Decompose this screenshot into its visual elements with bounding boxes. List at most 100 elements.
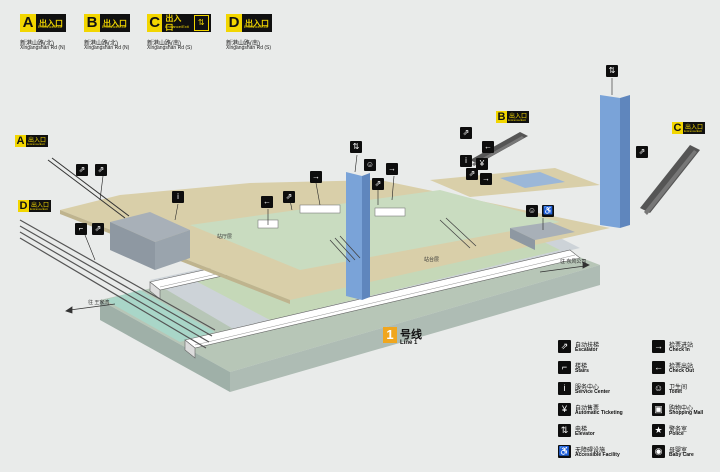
escalator-icon: ⇗	[283, 191, 295, 203]
legend-item-escalator: ⇗ 自动扶梯 Escalator	[558, 340, 638, 360]
map-exit-c: C 出入口 Entrance/Exit	[672, 122, 706, 134]
exit-badge-b: B 出入口	[84, 14, 130, 32]
legend-item-stairs: ⌐ 楼梯 Stairs	[558, 361, 638, 381]
exit-road-en: Xingangshan Rd (N)	[20, 45, 66, 51]
exit-road: 新港山路(北)	[84, 41, 118, 47]
legend-label: 服务中心	[575, 385, 600, 391]
legend-label-en: Baby Care	[669, 452, 694, 458]
escalator-icon: ⇗	[76, 164, 88, 176]
exit-label-en: Entrance/Exit	[244, 24, 268, 29]
legend-label-en: Check Out	[669, 368, 695, 374]
exit-label: 出入口	[31, 202, 50, 209]
exit-letter: A	[20, 14, 36, 32]
legend-label: 检票出站	[669, 364, 694, 370]
exit-label-en: Entrance/Exit	[684, 129, 702, 133]
exit-letter: C	[672, 122, 683, 134]
stairs-icon: ⌐	[558, 361, 571, 374]
line-label-en: Line 1	[400, 340, 418, 346]
escalator-d	[19, 219, 216, 349]
exit-label: 出入口	[103, 18, 127, 28]
service-center-icon: i	[460, 155, 472, 167]
equipment-room-left	[110, 212, 190, 242]
legend-item-accessible: ♿ 无障碍设施 Accessible Facility	[558, 445, 638, 465]
map-exit-a: A 出入口 Entrance/Exit	[15, 135, 49, 147]
legend-label-en: Service Center	[575, 389, 611, 395]
direction-west: 往 王家湾	[88, 300, 110, 306]
elevator-shaft-right-side	[620, 95, 630, 228]
exit-road-en: Xingangshan Rd (S)	[226, 45, 272, 51]
check-out-icon: ←	[482, 141, 494, 153]
concourse-label: 站厅层	[217, 234, 233, 240]
lower-slab-front	[100, 300, 230, 392]
direction-east: 往 东风公司	[560, 259, 587, 265]
elevator-icon: ⇅	[193, 15, 209, 31]
legend-label: 卫生间	[669, 385, 688, 391]
check-in-icon: →	[480, 173, 492, 185]
legend-item-police: ★ 警务室 Police	[652, 424, 718, 444]
line-number-badge: 1	[383, 327, 397, 343]
legend-label: 无障碍设施	[575, 448, 606, 454]
exit-letter: A	[15, 135, 26, 147]
stairs-center	[329, 217, 477, 263]
elevator-icon: ⇅	[606, 65, 618, 77]
accessible-icon: ♿	[558, 445, 571, 458]
legend-item-toilet: ☺ 卫生间 Toilet	[652, 382, 718, 402]
exit-letter: C	[147, 14, 163, 32]
exit-label: 出入口	[509, 113, 528, 120]
legend-label-en: Accessible Facility	[575, 452, 620, 458]
escalator-a	[47, 157, 130, 219]
legend-label-en: Elevator	[575, 431, 595, 437]
legend-item-baby-care: ◉ 母婴室 Baby Care	[652, 445, 718, 465]
toilet-icon: ☺	[364, 159, 376, 171]
map-exit-d: D 出入口 Entrance/Exit	[18, 200, 52, 212]
exit-label: 出入口	[28, 137, 47, 144]
exit-label-en: Entrance/Exit	[30, 207, 48, 211]
mezzanine-block	[500, 172, 565, 188]
exit-road-en: Xingangshan Rd (N)	[84, 45, 130, 51]
baby-care-icon: ◉	[652, 445, 665, 458]
legend-item-shopping: ▣ 购物中心 Shopping Mall	[652, 403, 718, 423]
exit-label: 出入口	[165, 14, 182, 32]
legend-label: 自动扶梯	[575, 343, 600, 349]
service-center-icon: i	[558, 382, 571, 395]
lower-slab-side	[230, 265, 600, 392]
exit-label-en: Entrance/Exit	[508, 118, 526, 122]
exit-road: 新港山路(北)	[20, 41, 54, 47]
legend-label-en: Police	[669, 431, 684, 437]
legend-label: 检票进站	[669, 343, 694, 349]
service-center-icon: i	[172, 191, 184, 203]
sign-leaders	[84, 78, 613, 261]
exit-label-en: Entrance/Exit	[102, 24, 126, 29]
equipment-room-left-side	[155, 230, 190, 270]
legend-item-check-in: → 检票进站 Check In	[652, 340, 718, 360]
exit-card-a: A 出入口 Entrance/Exit 新港山路(北) Xingangshan …	[20, 14, 80, 64]
legend-label-en: Automatic Ticketing	[575, 410, 623, 416]
equipment-room-left-front	[110, 222, 155, 270]
exit-badge-d: D 出入口	[226, 14, 272, 32]
toilet-icon: ☺	[652, 382, 665, 395]
escalator-c	[640, 145, 700, 215]
legend-label: 电梯	[575, 427, 588, 433]
exit-label: 出入口	[39, 18, 63, 28]
check-in-icon: →	[652, 340, 665, 353]
stairs-icon: ⌐	[75, 223, 87, 235]
legend-label: 楼梯	[575, 364, 588, 370]
police-icon: ★	[652, 424, 665, 437]
elevator-shaft-right	[600, 95, 620, 228]
escalator-icon: ⇗	[95, 164, 107, 176]
exit-card-b: B 出入口 Entrance/Exit 新港山路(北) Xingangshan …	[84, 14, 144, 64]
legend-label-en: Escalator	[575, 347, 598, 353]
escalator-icon: ⇗	[92, 223, 104, 235]
accessible-icon: ♿	[542, 205, 554, 217]
exit-badge-a: A 出入口	[20, 14, 66, 32]
exit-letter: B	[496, 111, 507, 123]
platform-label: 站台层	[424, 257, 440, 263]
shopping-icon: ▣	[652, 403, 665, 416]
concourse-center	[190, 190, 560, 270]
legend-item-elevator: ⇅ 电梯 Elevator	[558, 424, 638, 444]
exit-card-d: D 出入口 Entrance/Exit 新港山路(南) Xingangshan …	[226, 14, 286, 64]
legend-label: 警务室	[669, 427, 688, 433]
legend-item-ticketing: ¥ 自动售票 Automatic Ticketing	[558, 403, 638, 423]
elevator-shaft-center	[346, 172, 362, 300]
